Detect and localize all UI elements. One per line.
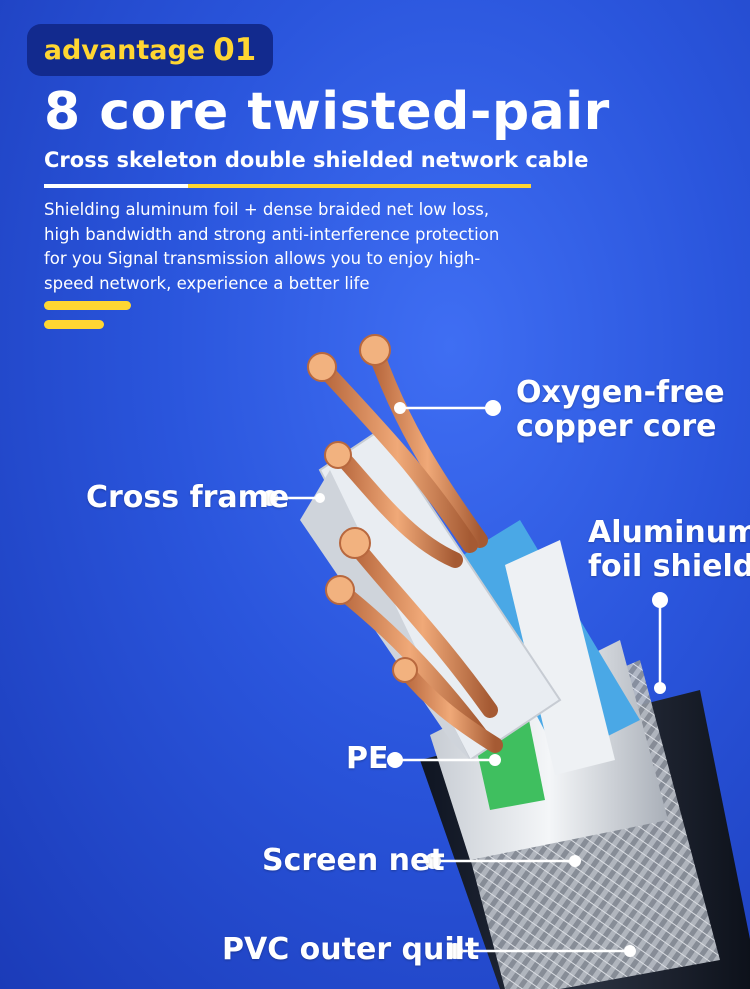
callout-dot <box>315 493 325 503</box>
callout-dot <box>485 400 501 416</box>
callout-pvc-outer-quilt: PVC outer quilt <box>222 932 480 967</box>
advantage-badge: advantage 01 <box>27 24 273 76</box>
headline: 8 core twisted-pair <box>44 82 610 142</box>
decor-bar-long <box>44 301 131 310</box>
copper-strand <box>367 342 488 548</box>
callout-dot <box>654 682 666 694</box>
callout-pe: PE <box>346 741 389 776</box>
callout-line-1: Aluminum <box>588 515 750 550</box>
callout-line-1: Oxygen-free <box>516 375 725 410</box>
decor-bar-short <box>44 320 104 329</box>
callout-dot <box>652 592 668 608</box>
callout-cross-frame: Cross frame <box>86 480 290 515</box>
description-line: speed network, experience a better life <box>44 273 370 293</box>
divider-white <box>44 184 188 188</box>
copper-strand <box>332 582 488 743</box>
callout-dot <box>425 853 441 869</box>
callout-dot <box>447 943 463 959</box>
badge-number: 01 <box>213 32 257 68</box>
copper-strand-ends <box>307 334 418 683</box>
divider-yellow <box>188 184 531 188</box>
callout-line-2: foil shield <box>588 549 750 584</box>
description-line: for you Signal transmission allows you t… <box>44 249 481 268</box>
description-line: Shielding aluminum foil + dense braided … <box>44 200 490 219</box>
callout-dot <box>489 754 501 766</box>
copper-strand <box>347 537 498 718</box>
callout-dot <box>569 855 581 867</box>
description-line: high bandwidth and strong anti-interfere… <box>44 224 500 244</box>
callout-dot <box>624 945 636 957</box>
copper-strand <box>332 447 463 568</box>
callout-dot <box>262 490 278 506</box>
subheadline: Cross skeleton double shielded network c… <box>44 148 589 172</box>
callout-dot <box>394 402 406 414</box>
white-insulation <box>505 540 615 775</box>
callout-line-2: copper core <box>516 409 717 444</box>
description: Shielding aluminum foil + dense braided … <box>44 198 544 296</box>
copper-strand <box>317 362 478 553</box>
callout-screen-net: Screen net <box>262 843 445 878</box>
badge-word: advantage <box>43 34 206 66</box>
callout-dot <box>387 752 403 768</box>
callout-oxygen-free-copper: Oxygen-free copper core <box>516 376 725 444</box>
callout-aluminum-foil-shield: Aluminum foil shield <box>588 516 750 584</box>
